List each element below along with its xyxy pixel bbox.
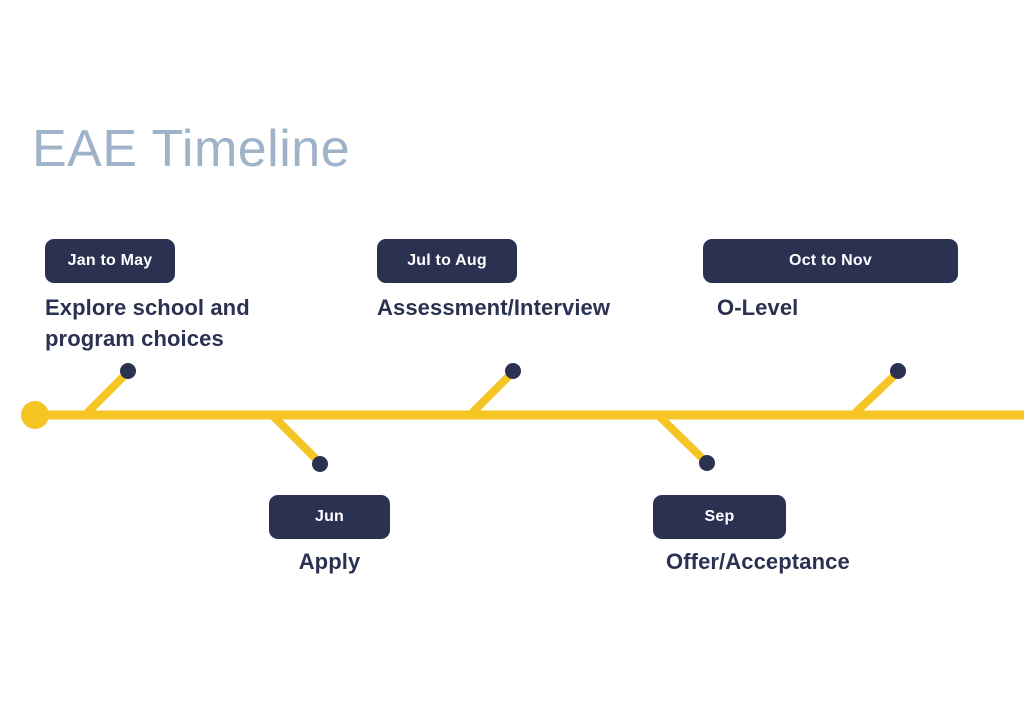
connector-jul-to-aug [467, 373, 512, 418]
milestone-dot-jul-to-aug[interactable] [505, 363, 521, 379]
page-title: EAE Timeline [32, 120, 351, 178]
milestone-jun[interactable]: Jun Apply [269, 495, 390, 577]
milestone-dot-sep[interactable] [699, 455, 715, 471]
milestone-description: Assessment/Interview [377, 295, 611, 320]
milestone-description: Offer/Acceptance [666, 549, 850, 574]
milestone-dot-jun[interactable] [312, 456, 328, 472]
milestone-period-badge[interactable]: Jan to May [45, 239, 175, 283]
milestone-jul-to-aug[interactable]: Jul to Aug Assessment/Interview [377, 239, 610, 323]
milestone-description: Explore school and program choices [45, 295, 250, 351]
timeline-origin-dot [21, 401, 49, 429]
milestone-dot-oct-to-nov[interactable] [890, 363, 906, 379]
milestone-period-badge[interactable]: Sep [653, 495, 786, 539]
connector-jun [269, 412, 319, 462]
milestone-dot-jan-to-may[interactable] [120, 363, 136, 379]
milestone-period-badge[interactable]: Oct to Nov [703, 239, 958, 283]
milestone-description: O-Level [717, 295, 799, 320]
connector-oct-to-nov [850, 373, 897, 418]
milestone-jan-to-may[interactable]: Jan to May Explore school and program ch… [45, 239, 260, 354]
milestone-period-badge[interactable]: Jun [269, 495, 390, 539]
connector-sep [655, 412, 706, 462]
milestone-description: Apply [298, 549, 361, 574]
milestone-period-badge[interactable]: Jul to Aug [377, 239, 517, 283]
milestone-sep[interactable]: Sep Offer/Acceptance [653, 495, 850, 577]
milestone-oct-to-nov[interactable]: Oct to Nov O-Level [703, 239, 958, 323]
connector-jan-to-may [82, 373, 127, 418]
